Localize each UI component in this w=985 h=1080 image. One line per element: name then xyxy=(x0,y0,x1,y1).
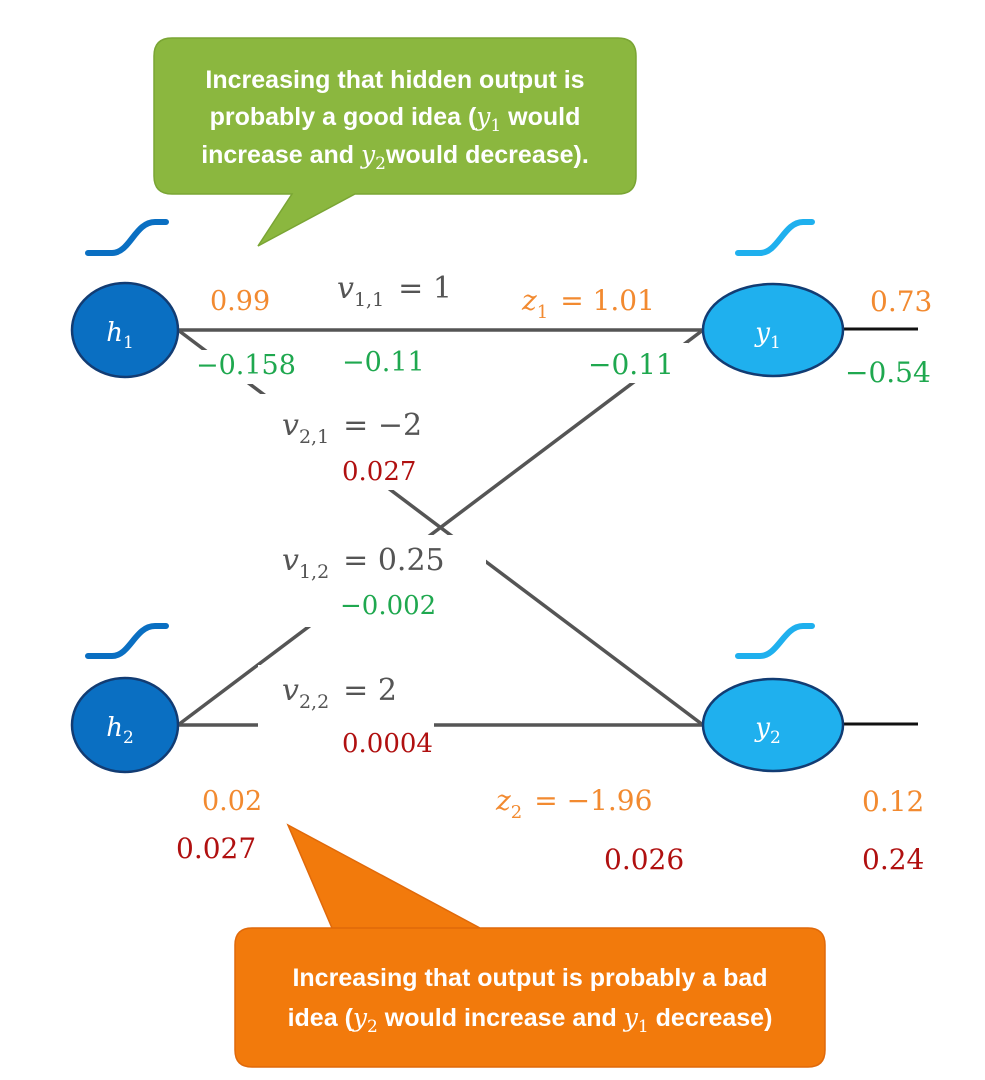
y1-gradient-value: −0.54 xyxy=(845,356,931,389)
y1-sigmoid-icon xyxy=(735,219,815,256)
node-y2: y2 xyxy=(701,677,845,773)
svg-text:h2: h2 xyxy=(106,713,134,748)
weight-v11-gradient: −0.11 xyxy=(342,347,425,378)
top-callout-line-2: probably a good idea (y1 would xyxy=(210,102,581,136)
svg-text:y2: y2 xyxy=(754,713,781,748)
svg-text:y1: y1 xyxy=(754,318,781,353)
z1-value: z1= 1.01 xyxy=(521,284,655,323)
weight-v22-gradient: 0.0004 xyxy=(342,729,433,759)
bottom-callout: Increasing that output is probably a bad… xyxy=(234,823,826,1068)
h2-gradient-value: 0.027 xyxy=(176,832,256,865)
top-callout-line-1: Increasing that hidden output is xyxy=(205,66,584,94)
weight-v11-label: v1,1= 1 xyxy=(337,271,452,311)
y2-output-value: 0.12 xyxy=(862,785,924,818)
weight-v12-gradient: −0.002 xyxy=(340,591,436,621)
bottom-callout-line-2: idea (y2 would increase and y1 decrease) xyxy=(288,1003,773,1037)
y1-output-value: 0.73 xyxy=(870,285,932,318)
y2-sigmoid-icon xyxy=(735,623,815,659)
node-h1: h1 xyxy=(70,281,180,379)
z2-value: z2= −1.96 xyxy=(495,784,652,823)
weight-v21-label: v2,1= −2 xyxy=(282,408,422,448)
label-backgrounds xyxy=(198,343,688,761)
top-callout-line-3: increase and y2would decrease). xyxy=(201,140,589,174)
node-y1: y1 xyxy=(701,282,845,378)
z2-gradient: 0.026 xyxy=(604,843,684,876)
weight-v21-gradient: 0.027 xyxy=(342,457,416,487)
weight-v22-label: v2,2= 2 xyxy=(282,673,397,713)
top-callout: Increasing that hidden output is probabl… xyxy=(153,37,637,247)
z1-gradient: −0.11 xyxy=(588,348,674,381)
svg-text:h1: h1 xyxy=(106,318,134,353)
h2-output-value: 0.02 xyxy=(202,786,262,817)
y2-gradient-value: 0.24 xyxy=(862,843,924,876)
weight-v12-label: v1,2= 0.25 xyxy=(282,543,445,583)
h1-sigmoid-icon xyxy=(85,219,169,256)
h1-gradient-value: −0.158 xyxy=(196,350,296,381)
node-h2: h2 xyxy=(70,676,180,774)
edge-h2-y1 xyxy=(176,328,705,727)
bottom-callout-line-1: Increasing that output is probably a bad xyxy=(292,964,767,992)
h1-output-value: 0.99 xyxy=(210,286,270,317)
h2-sigmoid-icon xyxy=(85,623,169,659)
